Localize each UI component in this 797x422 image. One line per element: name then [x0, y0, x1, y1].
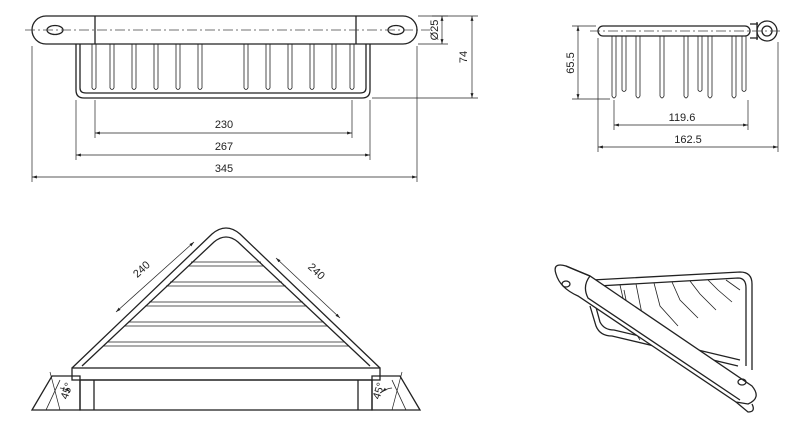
front-view: 230 267 345 Ø25 74	[25, 15, 478, 182]
iso-front-bar	[554, 264, 757, 405]
triangle-frame	[71, 227, 381, 369]
shelf-rails	[103, 261, 349, 347]
dim-diameter-label: Ø25	[429, 20, 441, 41]
isometric-view	[554, 264, 757, 413]
right-wall-bracket	[371, 375, 422, 411]
angle-left-label: 45°	[59, 381, 76, 401]
angle-right-label: 45°	[371, 381, 388, 401]
side-view: 65.5 119.6 162.5	[565, 20, 782, 152]
dim-119-6-label: 119.6	[669, 112, 696, 124]
left-wall-bracket	[30, 375, 81, 411]
side-left-240-label: 240	[131, 259, 153, 280]
dim-267-label: 267	[215, 141, 233, 153]
side-right-240-label: 240	[305, 261, 327, 282]
dim-162-5-label: 162.5	[674, 134, 702, 146]
plan-view: 45° 45° 240 240	[30, 227, 422, 411]
side-top-bar	[597, 25, 751, 37]
wire-basket	[75, 44, 371, 99]
dim-230-label: 230	[215, 119, 233, 131]
dim-65-5-label: 65.5	[565, 52, 577, 73]
iso-back-frame	[591, 271, 753, 370]
front-bar	[71, 367, 381, 381]
dim-345-label: 345	[215, 163, 233, 175]
side-wires	[611, 36, 747, 99]
dim-74-label: 74	[458, 51, 470, 63]
